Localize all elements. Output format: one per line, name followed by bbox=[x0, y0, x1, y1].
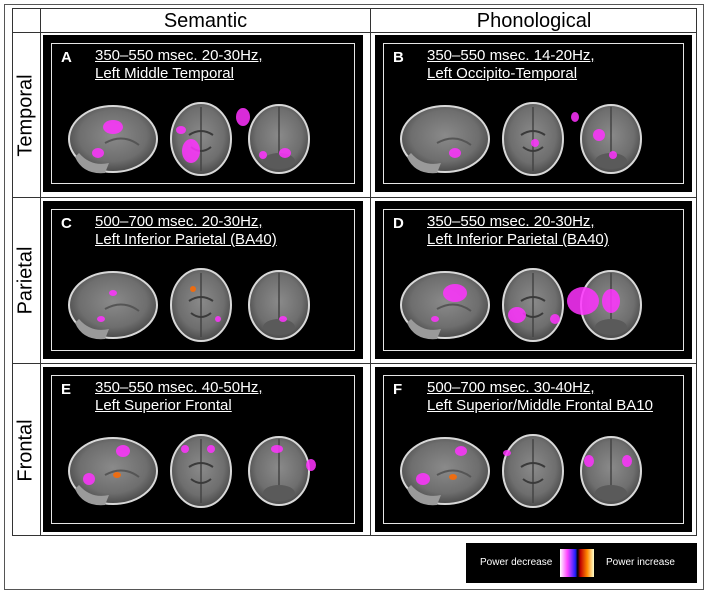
panel-title: 350–550 msec. 20-30Hz, Left Inferior Par… bbox=[427, 213, 609, 248]
panel-letter: F bbox=[393, 381, 403, 398]
panel-title: 350–550 msec. 40-50Hz, Left Superior Fro… bbox=[95, 379, 263, 414]
legend-colorbar bbox=[560, 549, 594, 577]
brain-scan-images bbox=[400, 102, 642, 176]
grid-divider-columns bbox=[370, 8, 371, 536]
row-label-frontal: Frontal bbox=[14, 418, 37, 482]
panel-d: D 350–550 msec. 20-30Hz, Left Inferior P… bbox=[375, 201, 692, 359]
color-legend: Power decrease Power increase bbox=[466, 543, 697, 583]
grid-divider-header bbox=[12, 32, 697, 33]
brain-scan-images bbox=[68, 102, 310, 176]
panel-border bbox=[383, 43, 684, 184]
panel-letter: A bbox=[61, 49, 72, 66]
panel-letter: C bbox=[61, 215, 72, 232]
brain-scan-images bbox=[68, 434, 316, 508]
panel-title: 350–550 msec. 14-20Hz, Left Occipito-Tem… bbox=[427, 47, 595, 82]
panel-letter: B bbox=[393, 49, 404, 66]
panel-title: 500–700 msec. 30-40Hz, Left Superior/Mid… bbox=[427, 379, 653, 414]
brain-scan-images bbox=[68, 268, 310, 342]
grid-divider-row2 bbox=[12, 363, 697, 364]
panel-border bbox=[383, 209, 684, 351]
column-header-phonological: Phonological bbox=[476, 10, 592, 32]
brain-scan-images bbox=[400, 434, 642, 508]
panel-e: E 350–550 msec. 40-50Hz, Left Superior F… bbox=[43, 367, 363, 532]
legend-increase-label: Power increase bbox=[606, 557, 675, 568]
row-label-temporal: Temporal bbox=[14, 73, 37, 157]
panel-border bbox=[51, 43, 355, 184]
panel-title: 500–700 msec. 20-30Hz, Left Inferior Par… bbox=[95, 213, 277, 248]
panel-b: B 350–550 msec. 14-20Hz, Left Occipito-T… bbox=[375, 35, 692, 192]
panel-title: 350–550 msec. 20-30Hz, Left Middle Tempo… bbox=[95, 47, 263, 82]
panel-border bbox=[51, 209, 355, 351]
brain-scan-images bbox=[400, 268, 642, 342]
grid-divider-row1 bbox=[12, 197, 697, 198]
panel-a: A 350–550 msec. 20-30Hz, Left Middle Tem… bbox=[43, 35, 363, 192]
row-label-parietal: Parietal bbox=[14, 246, 37, 315]
legend-decrease-label: Power decrease bbox=[480, 557, 553, 568]
panel-border bbox=[51, 375, 355, 524]
panel-c: C 500–700 msec. 20-30Hz, Left Inferior P… bbox=[43, 201, 363, 359]
panel-letter: E bbox=[61, 381, 72, 398]
figure-grid bbox=[12, 8, 697, 536]
figure-frame bbox=[4, 4, 704, 590]
panel-f: F 500–700 msec. 30-40Hz, Left Superior/M… bbox=[375, 367, 692, 532]
column-header-semantic: Semantic bbox=[163, 10, 248, 32]
grid-divider-rowlabels bbox=[40, 8, 41, 536]
panel-border bbox=[383, 375, 684, 524]
panel-letter: D bbox=[393, 215, 404, 232]
